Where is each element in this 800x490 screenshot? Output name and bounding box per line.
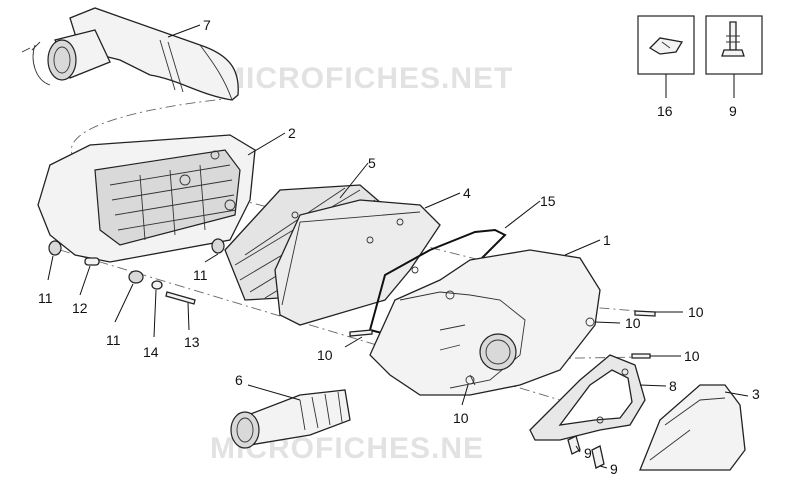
hardware-items bbox=[48, 238, 656, 469]
callout-12: 12 bbox=[72, 300, 88, 316]
leader-lines bbox=[47, 24, 749, 469]
guide-line-intake bbox=[71, 97, 236, 161]
watermark-top: MICROFICHES.NET bbox=[220, 62, 513, 95]
callout-11-housing: 11 bbox=[193, 267, 208, 283]
part-intake-duct bbox=[21, 7, 239, 101]
callout-8: 8 bbox=[669, 378, 677, 394]
callout-11-grommet: 11 bbox=[38, 290, 53, 306]
callout-labels: 7 2 5 4 15 1 16 9 11 12 11 14 13 11 10 1… bbox=[38, 17, 760, 477]
callout-4: 4 bbox=[463, 185, 471, 201]
callout-6: 6 bbox=[235, 372, 243, 388]
callout-10-bottom: 10 bbox=[453, 410, 469, 426]
callout-9-screw-b: 9 bbox=[610, 461, 618, 477]
callout-9-screw-a: 9 bbox=[584, 445, 592, 461]
callout-1: 1 bbox=[603, 232, 611, 248]
callout-3: 3 bbox=[752, 386, 760, 402]
callout-9-inset: 9 bbox=[729, 103, 737, 119]
callout-10-cover: 10 bbox=[625, 315, 641, 331]
inset-rivet-box bbox=[705, 15, 763, 75]
part-outer-shell bbox=[639, 384, 746, 471]
callout-15: 15 bbox=[540, 193, 556, 209]
inset-clip-box bbox=[637, 15, 695, 75]
callout-14: 14 bbox=[143, 344, 159, 360]
callout-16: 16 bbox=[657, 103, 673, 119]
callout-10-lower-right: 10 bbox=[684, 348, 700, 364]
part-cover-gasket bbox=[529, 354, 646, 441]
callout-10-left: 10 bbox=[317, 347, 333, 363]
callout-11-spacer: 11 bbox=[106, 332, 121, 348]
part-rubber-sleeve bbox=[230, 389, 351, 449]
callout-7: 7 bbox=[203, 17, 211, 33]
callout-13: 13 bbox=[184, 334, 200, 350]
callout-5: 5 bbox=[368, 155, 376, 171]
part-filter-element bbox=[274, 199, 441, 326]
part-filter-cover bbox=[369, 249, 601, 396]
callout-10-upper-right: 10 bbox=[688, 304, 704, 320]
callout-2: 2 bbox=[288, 125, 296, 141]
part-filter-housing bbox=[37, 134, 256, 263]
